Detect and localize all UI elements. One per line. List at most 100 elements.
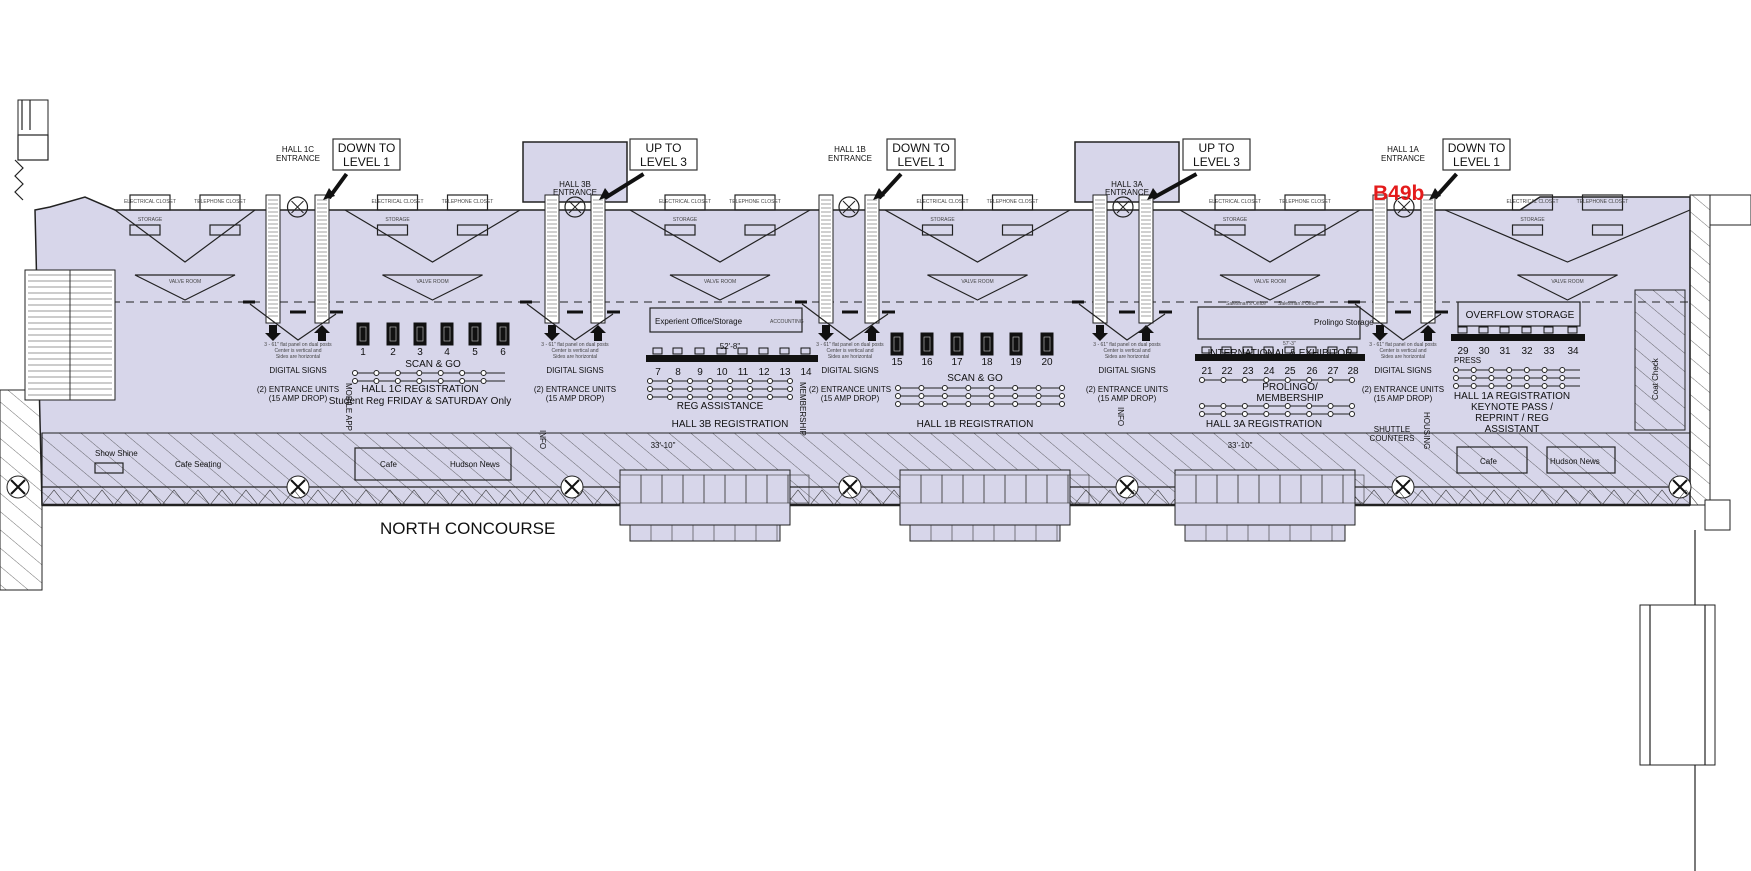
kiosk-number: 8 [675,367,681,378]
digital-signs-label: DIGITAL SIGNS [821,366,878,375]
workstation-34[interactable] [1567,326,1578,334]
workstation-7[interactable] [652,347,663,355]
kiosk-16[interactable] [920,332,934,356]
kiosk-17[interactable] [950,332,964,356]
kiosk-number: 30 [1478,346,1490,357]
workstation-30[interactable] [1478,326,1489,334]
elevator-icon[interactable] [838,196,860,218]
workstation-33[interactable] [1543,326,1554,334]
valve-room [669,274,771,301]
stanchion [1488,383,1495,389]
elevator-icon[interactable] [286,196,309,218]
valve-room [382,274,483,301]
stair-core-cross [842,479,858,495]
escalator [1420,194,1436,341]
hudson-2-label: Hudson News [1550,457,1600,466]
hall-1a-registration-label: HALL 1A REGISTRATION [1454,391,1570,402]
workstation-12[interactable] [758,347,769,355]
telephone-closet [1581,194,1624,211]
down-arrow-icon [544,325,560,341]
booth-b49b-marker[interactable]: B49b [1373,182,1424,205]
stanchion [918,385,925,391]
sign-note: 3 - 61" flat panel on dual posts [541,342,609,348]
hall-3b-entrance-label-2: ENTRANCE [553,188,597,197]
overflow-storage [1457,301,1581,327]
kiosk-5[interactable] [468,322,482,346]
stanchion [687,378,693,384]
kiosk-number: 32 [1521,346,1533,357]
stanchion [767,378,773,384]
core-outline [1444,209,1691,263]
sign-note: 3 - 61" flat panel on dual posts [264,342,332,348]
workstation-25[interactable] [1284,346,1295,354]
stanchion [416,378,423,384]
electrical-closet-label: ELECTRICAL CLOSET [1209,199,1261,205]
workstation-29[interactable] [1457,326,1468,334]
callout-line-1: DOWN TO [1448,141,1506,155]
kiosk-4[interactable] [440,322,454,346]
elevator-icon[interactable] [1393,196,1415,218]
stair-core-cross [1395,479,1411,495]
callout-line-1: DOWN TO [892,141,950,155]
workstation-31[interactable] [1499,326,1510,334]
workstation-10[interactable] [716,347,727,355]
workstation-28[interactable] [1347,346,1358,354]
workstation-14[interactable] [800,347,811,355]
workstation-24[interactable] [1263,346,1274,354]
hall-3a-registration-label: HALL 3A REGISTRATION [1206,419,1322,430]
workstation-22[interactable] [1221,346,1232,354]
sign-note: 3 - 61" flat panel on dual posts [1369,342,1437,348]
stanchion [1263,411,1270,417]
digital-signs-label: DIGITAL SIGNS [1374,366,1431,375]
elevator-icon[interactable] [1112,196,1134,218]
kiosk-6[interactable] [496,322,510,346]
stanchion [1284,377,1291,383]
kiosk-3[interactable] [413,322,427,346]
callout-line-2: LEVEL 1 [1453,155,1500,169]
callout-box [629,138,698,171]
stanchion [918,401,925,407]
stanchion [394,370,401,376]
kiosk-2[interactable] [386,322,400,346]
workstation-11[interactable] [737,347,748,355]
stanchion [1523,375,1530,381]
storage [664,224,696,236]
kiosk-15[interactable] [890,332,904,356]
workstation-27[interactable] [1327,346,1338,354]
sign-leader [249,303,337,341]
up-arrow-icon [1138,325,1154,341]
stanchion [459,370,466,376]
elevator-icon[interactable] [564,196,586,218]
stanchion [667,386,673,392]
storage [129,224,161,236]
workstation-21[interactable] [1201,346,1212,354]
stanchion [1199,403,1205,409]
salesman-office-1: Salesman's Office [1226,301,1266,307]
elevator-circle [286,196,309,218]
stanchion [373,378,380,384]
kiosk-19[interactable] [1009,332,1023,356]
workstation-8[interactable] [672,347,683,355]
escalator [1138,194,1154,341]
dim-52-8: 52'-8" [720,342,741,351]
workstation-23[interactable] [1242,346,1253,354]
escalator [544,194,560,341]
kiosk-1[interactable] [356,322,370,346]
kiosk-20[interactable] [1040,332,1054,356]
stanchion [727,394,733,400]
kiosk-18[interactable] [980,332,994,356]
workstation-26[interactable] [1306,346,1317,354]
stanchion [1241,403,1248,409]
workstation-32[interactable] [1521,326,1532,334]
registration-counter [1451,334,1585,341]
workstation-9[interactable] [694,347,705,355]
kiosk-number: 17 [951,357,963,368]
stanchion [965,401,972,407]
workstation-13[interactable] [779,347,790,355]
valve-room [1219,274,1321,301]
stanchion [1035,393,1042,399]
prolingo-storage-label: Prolingo Storage [1314,318,1374,327]
kiosk-screen [983,336,991,352]
